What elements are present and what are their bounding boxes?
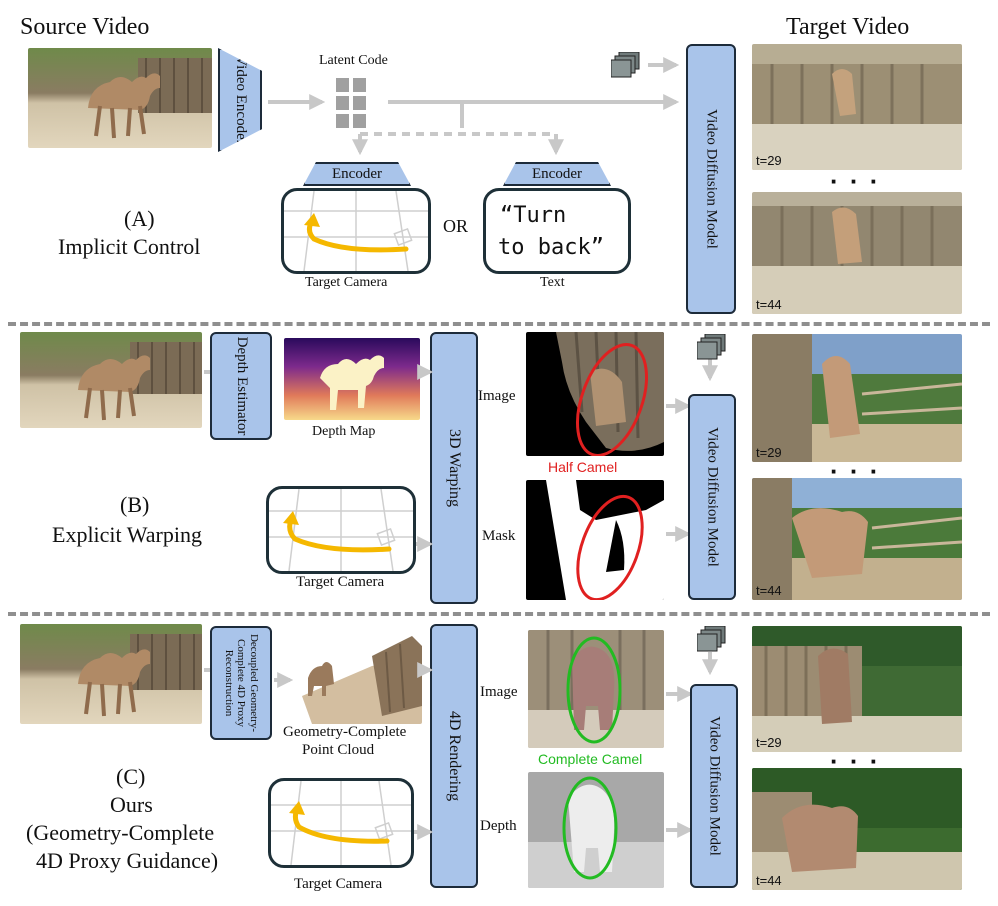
- depth-label-c: Depth: [480, 818, 517, 834]
- camel-photo: [28, 48, 212, 148]
- encoder-camera-label: Encoder: [332, 165, 382, 182]
- camel-photo: [752, 626, 962, 752]
- target-camera-label-b: Target Camera: [296, 574, 385, 590]
- source-video-photo-c: [20, 624, 202, 724]
- video-diffusion-model-a: Video Diffusion Model: [686, 44, 736, 314]
- time-label-a-29: t=29: [756, 153, 782, 168]
- noise-stack-icon: [611, 52, 640, 78]
- camel-photo: [20, 332, 202, 428]
- target-camera-label-c: Target Camera: [294, 876, 383, 892]
- warping-block: 3D Warping: [430, 332, 478, 604]
- rendered-image: [528, 630, 664, 748]
- target-frame-a-44: t=44: [752, 192, 962, 314]
- time-label-b-29: t=29: [756, 445, 782, 460]
- camel-photo: [752, 44, 962, 170]
- image-label-c: Image: [480, 684, 518, 700]
- image-label-b: Image: [478, 388, 516, 404]
- camel-photo: [752, 768, 962, 890]
- prompt-line-1: “Turn: [500, 203, 567, 228]
- encoder-text-label: Encoder: [532, 165, 582, 182]
- target-frame-c-29: t=29: [752, 626, 962, 752]
- encoder-text-block: Encoder: [503, 162, 611, 186]
- time-label-b-44: t=44: [756, 583, 782, 598]
- point-cloud-image: [282, 626, 422, 724]
- section-b-label: (B): [120, 492, 150, 517]
- noise-stack-icon: [697, 334, 726, 360]
- latent-code-label: Latent Code: [319, 53, 388, 68]
- depth-map-icon: [284, 338, 420, 420]
- camel-photo: [20, 624, 202, 724]
- noise-stack-icon: [697, 626, 726, 652]
- half-camel-label: Half Camel: [548, 459, 618, 475]
- vdm-label-c: Video Diffusion Model: [706, 716, 723, 856]
- separator-ab: [8, 322, 990, 326]
- section-a-label: (A): [124, 206, 155, 231]
- target-camera-card-a: [281, 188, 431, 274]
- source-video-photo-a: [28, 48, 212, 148]
- target-frame-a-29: t=29: [752, 44, 962, 170]
- vdm-label-a: Video Diffusion Model: [703, 109, 720, 249]
- camel-photo: [752, 192, 962, 314]
- latent-grid-icon: [336, 78, 366, 128]
- camera-trajectory-icon: [271, 781, 411, 865]
- section-c-caption-1: Ours: [110, 792, 153, 817]
- section-c-caption-3: 4D Proxy Guidance): [36, 848, 219, 873]
- video-diffusion-model-b: Video Diffusion Model: [688, 394, 736, 600]
- source-video-title: Source Video: [20, 14, 150, 40]
- depth-estimator-block: Depth Estimator: [210, 332, 272, 440]
- source-video-photo-b: [20, 332, 202, 428]
- rendered-depth: [528, 772, 664, 888]
- point-cloud-label-2: Point Cloud: [302, 742, 375, 758]
- depth-map-label: Depth Map: [312, 424, 376, 439]
- target-frame-c-44: t=44: [752, 768, 962, 890]
- target-frame-b-29: t=29: [752, 334, 962, 462]
- warped-image: [526, 332, 664, 456]
- rendered-image-icon: [528, 630, 664, 748]
- section-a-arrows: [268, 57, 680, 156]
- target-frame-b-44: t=44: [752, 478, 962, 600]
- or-label: OR: [443, 216, 469, 236]
- camera-trajectory-icon: [269, 489, 413, 571]
- section-c-arrows: [204, 652, 718, 840]
- text-prompt-card: “Turn to back”: [483, 188, 631, 274]
- encoder-camera-block: Encoder: [303, 162, 411, 186]
- target-camera-card-c: [268, 778, 414, 868]
- target-camera-label-a: Target Camera: [305, 275, 388, 290]
- time-label-a-44: t=44: [756, 297, 782, 312]
- section-a-caption: Implicit Control: [58, 234, 201, 259]
- warped-image-icon: [526, 332, 664, 456]
- point-cloud-icon: [282, 626, 422, 724]
- target-camera-card-b: [266, 486, 416, 574]
- mask-label-b: Mask: [482, 528, 516, 544]
- vdm-label-b: Video Diffusion Model: [704, 427, 721, 567]
- mask-image-icon: [526, 480, 664, 600]
- camera-trajectory-icon: [284, 191, 428, 271]
- complete-camel-label: Complete Camel: [538, 751, 643, 767]
- depth-map-image: [284, 338, 420, 420]
- rendered-depth-icon: [528, 772, 664, 888]
- ellipsis-a: · · ·: [830, 166, 881, 196]
- rendering-block: 4D Rendering: [430, 624, 478, 888]
- section-b-caption: Explicit Warping: [52, 522, 202, 547]
- point-cloud-label-1: Geometry-Complete: [283, 724, 407, 740]
- prompt-line-2: to back”: [498, 235, 604, 260]
- section-c-caption-2: (Geometry-Complete: [26, 820, 215, 845]
- mask-image: [526, 480, 664, 600]
- time-label-c-29: t=29: [756, 735, 782, 750]
- separator-bc: [8, 612, 990, 616]
- time-label-c-44: t=44: [756, 873, 782, 888]
- section-c-label: (C): [116, 764, 146, 789]
- camel-photo: [752, 334, 962, 462]
- target-video-title: Target Video: [786, 14, 910, 40]
- reconstruction-block: Decoupled Geometry- Complete 4D Proxy Re…: [210, 626, 272, 740]
- text-label: Text: [540, 275, 565, 290]
- camel-photo: [752, 478, 962, 600]
- video-diffusion-model-c: Video Diffusion Model: [690, 684, 738, 888]
